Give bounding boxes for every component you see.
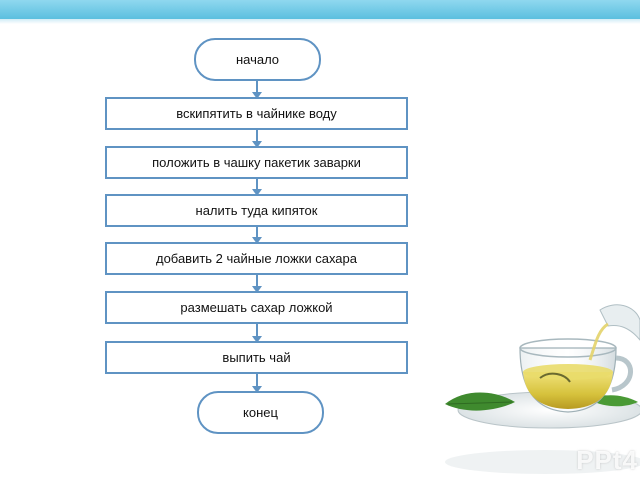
flowchart-step-3: налить туда кипяток — [105, 194, 408, 227]
flowchart-end-node: конец — [197, 391, 324, 434]
flowchart-step-4: добавить 2 чайные ложки сахара — [105, 242, 408, 275]
flowchart-step-1: вскипятить в чайнике воду — [105, 97, 408, 130]
flowchart-step-2: положить в чашку пакетик заварки — [105, 146, 408, 179]
flowchart-start-node: начало — [194, 38, 321, 81]
watermark-logo: PPt4 — [576, 445, 638, 475]
flowchart-step-3-label: налить туда кипяток — [195, 203, 318, 218]
flowchart-step-5-label: размешать сахар ложкой — [180, 300, 333, 315]
arrow-start-to-step-1 — [252, 81, 262, 99]
flowchart-step-6: выпить чай — [105, 341, 408, 374]
arrow-step-3-to-step-4 — [252, 227, 262, 244]
flowchart-step-2-label: положить в чашку пакетик заварки — [152, 155, 361, 170]
arrow-step-2-to-step-3 — [252, 179, 262, 196]
flowchart-step-6-label: выпить чай — [222, 350, 291, 365]
top-decorative-band — [0, 0, 640, 19]
tea-cup-icon — [445, 304, 640, 474]
flowchart-end-label: конец — [243, 405, 278, 420]
arrow-step-4-to-step-5 — [252, 275, 262, 293]
arrow-step-5-to-step-6 — [252, 324, 262, 343]
flowchart-step-1-label: вскипятить в чайнике воду — [176, 106, 337, 121]
flowchart-step-5: размешать сахар ложкой — [105, 291, 408, 324]
arrow-step-6-to-end — [252, 374, 262, 393]
flowchart-start-label: начало — [235, 52, 280, 67]
flowchart-step-4-label: добавить 2 чайные ложки сахара — [155, 251, 358, 266]
arrow-step-1-to-step-2 — [252, 130, 262, 148]
top-band-shadow — [0, 19, 640, 24]
tea-cup-with-teapot-illustration — [440, 300, 640, 480]
